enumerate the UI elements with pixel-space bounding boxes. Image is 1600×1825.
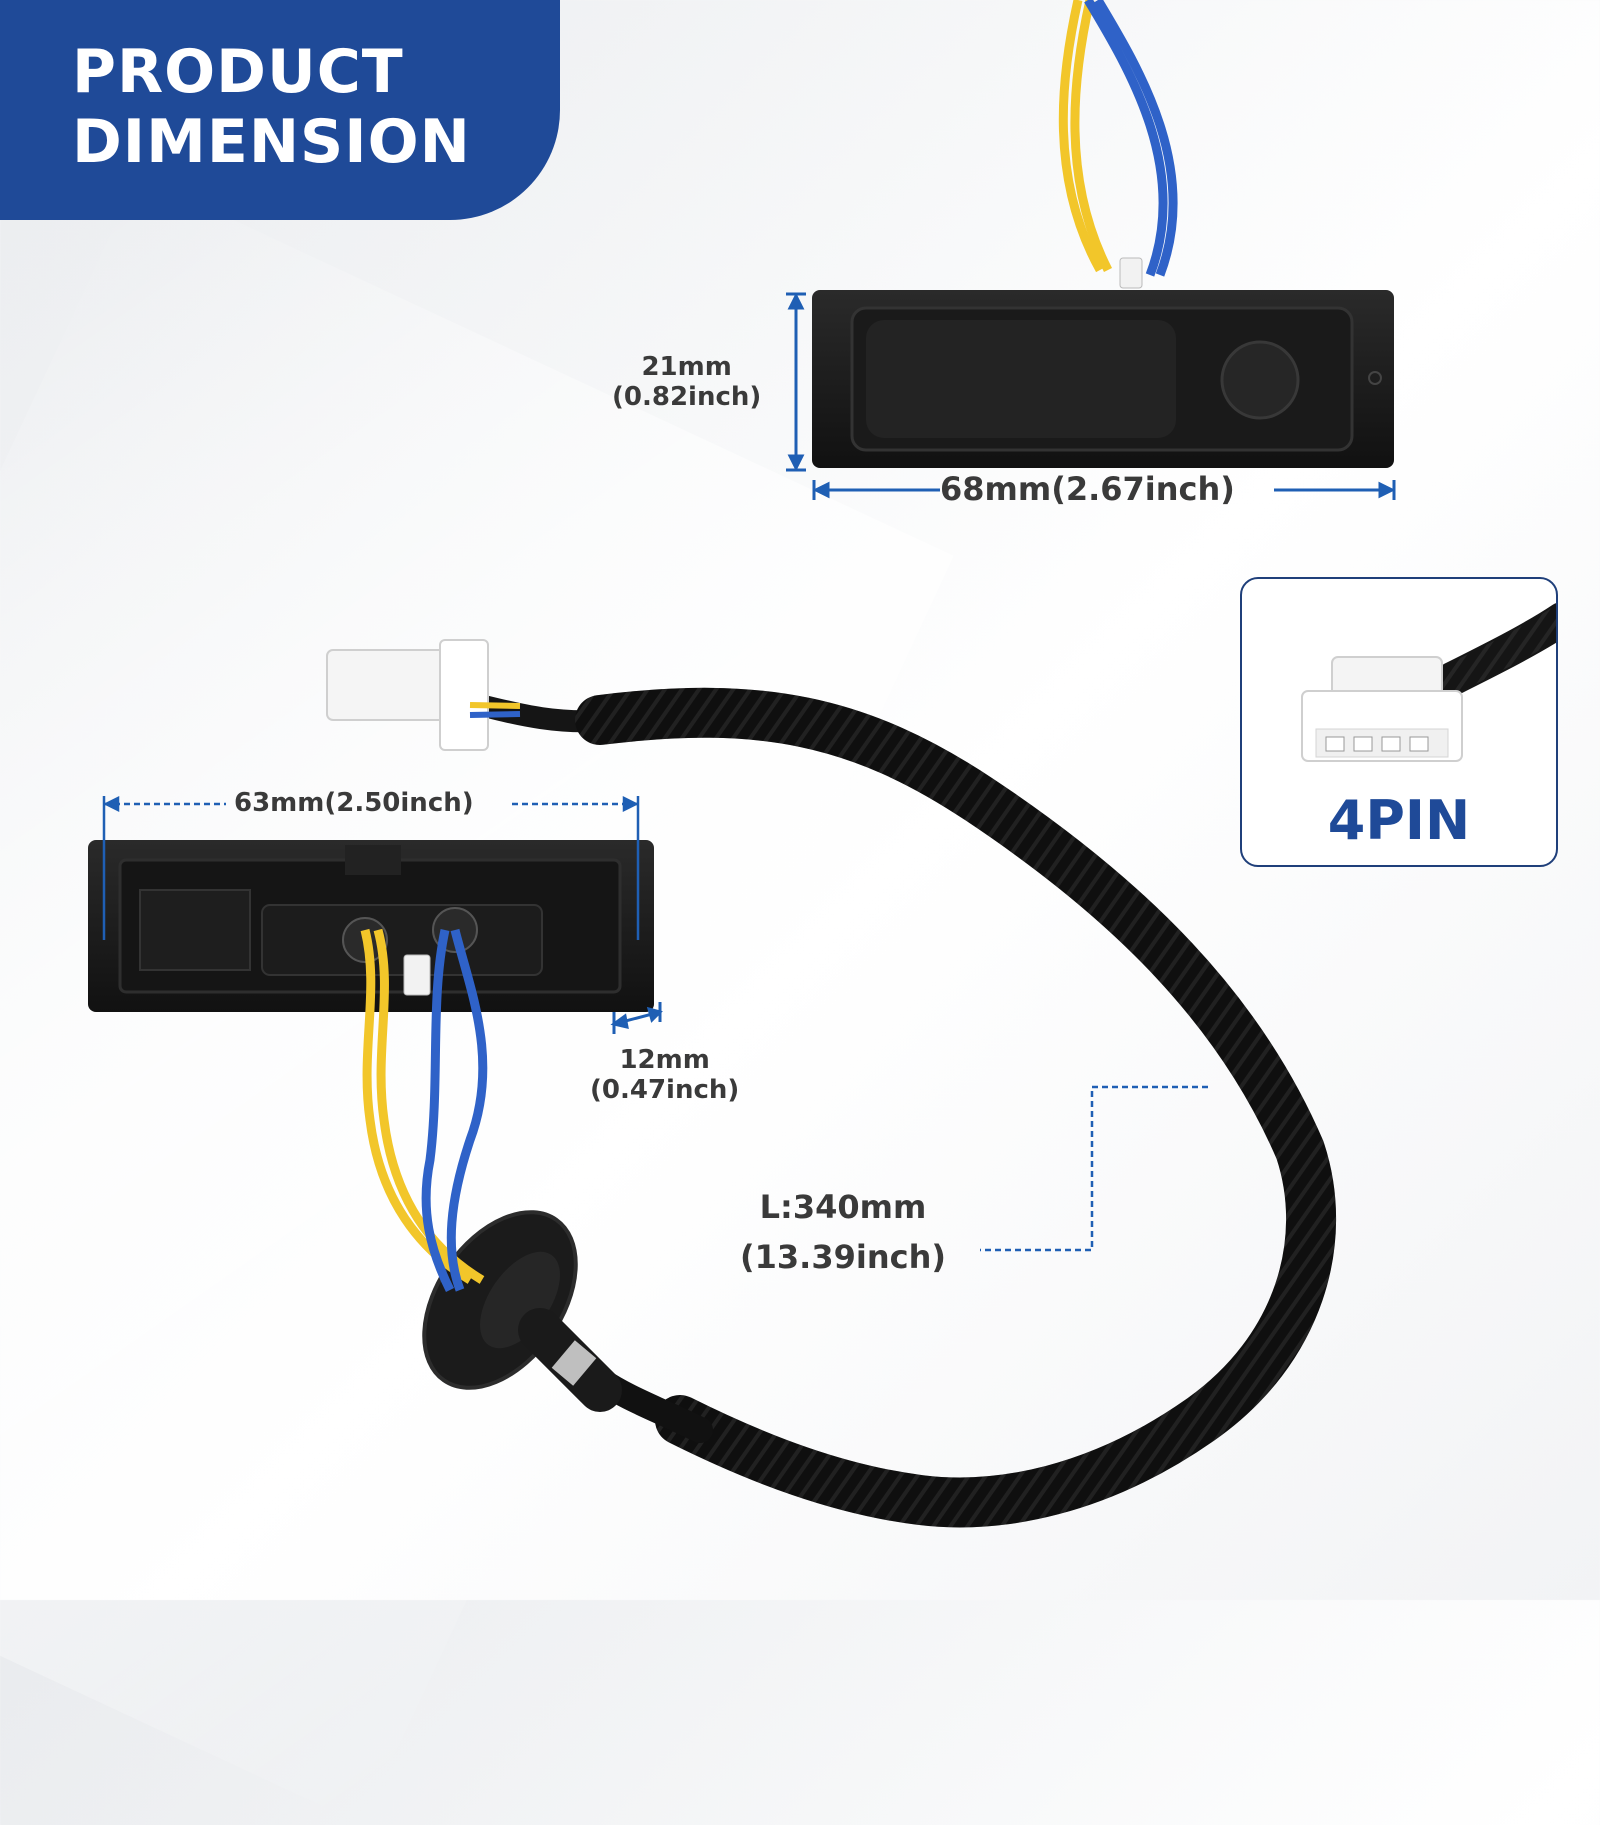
cable-length-label: L:340mm (13.39inch) [740,1182,946,1282]
depth-dimension-line [610,1002,663,1034]
title-line-2: DIMENSION [72,107,471,177]
depth-mm: 12mm [619,1045,710,1075]
height-dimension-line [786,292,806,472]
harness-connector [326,639,521,751]
height-inch: (0.82inch) [612,382,762,412]
title-line-1: PRODUCT [72,37,404,107]
depth-label: 12mm (0.47inch) [590,1045,739,1105]
top-switch-housing [812,290,1394,468]
bottom-switch-housing [88,840,654,1012]
width-bottom-label: 63mm(2.50inch) [234,788,474,818]
top-switch-wires [1058,0,1178,289]
product-illustration [88,0,1396,1528]
depth-inch: (0.47inch) [590,1075,740,1105]
connector-closeup-illustration [1301,603,1556,762]
connector-pin-label: 4PIN [1327,789,1471,852]
connector-callout-card: 4PIN [1240,577,1558,867]
cable-harness [422,687,1337,1528]
bottom-switch-wires [360,928,488,1293]
height-mm: 21mm [641,352,732,382]
title-banner: PRODUCT DIMENSION [0,0,560,220]
length-dimension-line [980,1085,1208,1252]
cable-length-inch: (13.39inch) [740,1238,946,1276]
width-top-label: 68mm(2.67inch) [940,470,1235,508]
height-label: 21mm (0.82inch) [612,352,761,412]
width-top-dimension-line [812,480,1396,500]
cable-length-mm: L:340mm [759,1188,927,1226]
width-bottom-dimension-line [102,795,640,940]
